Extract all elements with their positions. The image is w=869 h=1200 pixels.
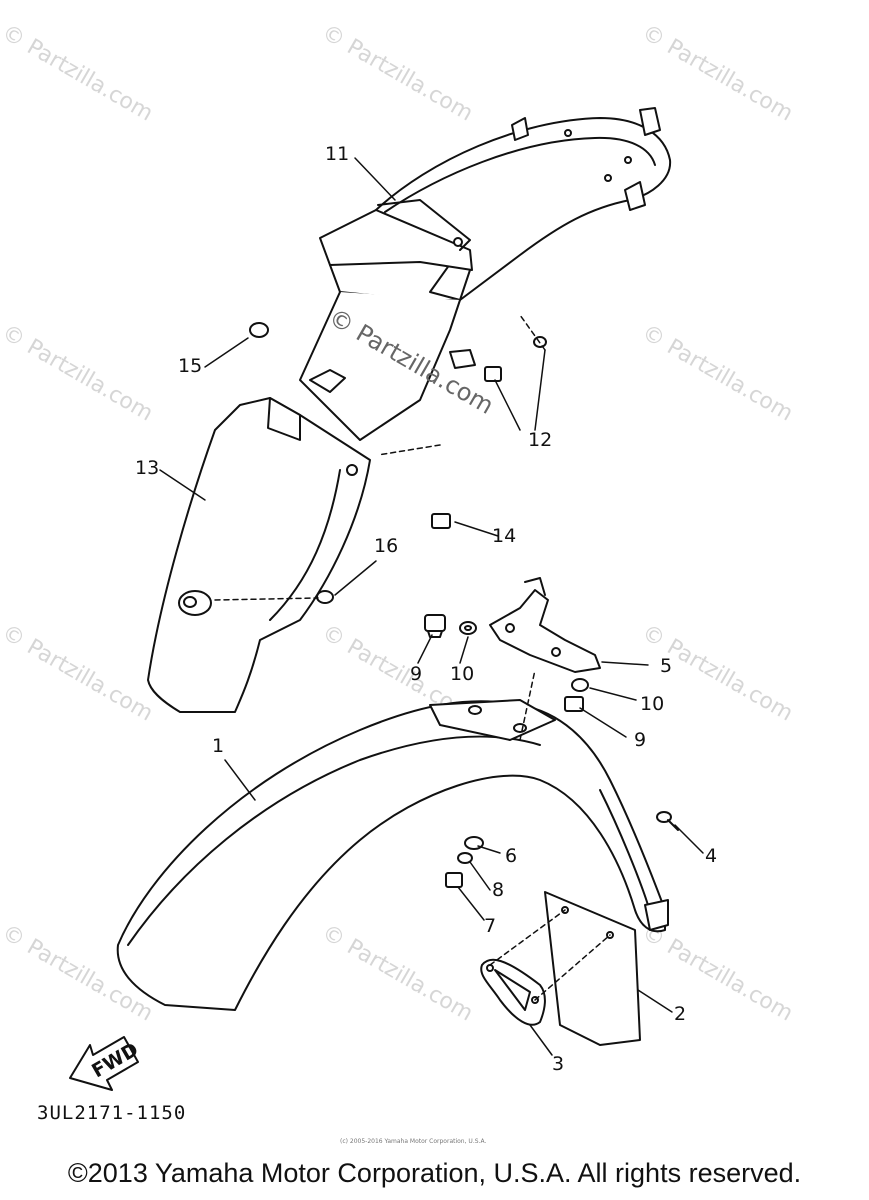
callout-c3[interactable]: 3 [552, 1053, 564, 1075]
callout-c12[interactable]: 12 [528, 429, 552, 451]
callout-c8[interactable]: 8 [492, 879, 504, 901]
front-fender-part[interactable] [116, 699, 669, 1011]
callout-c1[interactable]: 1 [212, 735, 224, 757]
callout-c4[interactable]: 4 [705, 845, 717, 867]
hardware-bolts[interactable] [249, 322, 679, 888]
callout-c13[interactable]: 13 [135, 457, 159, 479]
fwd-arrow-icon: FWD [69, 1036, 142, 1091]
callout-c14[interactable]: 14 [492, 525, 516, 547]
callout-c15[interactable]: 15 [178, 355, 202, 377]
leader-lines [159, 157, 704, 1056]
footer-copyright: ©2013 Yamaha Motor Corporation, U.S.A. A… [67, 1158, 802, 1188]
flap-plate-part[interactable] [544, 891, 641, 1046]
callout-c9b[interactable]: 9 [634, 729, 646, 751]
callout-c11[interactable]: 11 [325, 143, 349, 165]
callout-c6[interactable]: 6 [505, 845, 517, 867]
rear-fender-part[interactable] [299, 107, 672, 441]
callout-c16[interactable]: 16 [374, 535, 398, 557]
triangle-bracket-part[interactable] [480, 958, 546, 1026]
callout-c7[interactable]: 7 [484, 915, 496, 937]
front-bracket-part[interactable] [489, 577, 601, 673]
callout-c2[interactable]: 2 [674, 1003, 686, 1025]
fineprint-copyright: (c) 2005-2016 Yamaha Motor Corporation, … [340, 1138, 487, 1145]
rear-flap-part[interactable] [147, 397, 371, 713]
callout-c10a[interactable]: 10 [450, 663, 474, 685]
diagram-part-number: 3UL2171-1150 [37, 1102, 187, 1124]
callout-c9a[interactable]: 9 [410, 663, 422, 685]
callout-c10b[interactable]: 10 [640, 693, 664, 715]
callout-c5[interactable]: 5 [660, 655, 672, 677]
